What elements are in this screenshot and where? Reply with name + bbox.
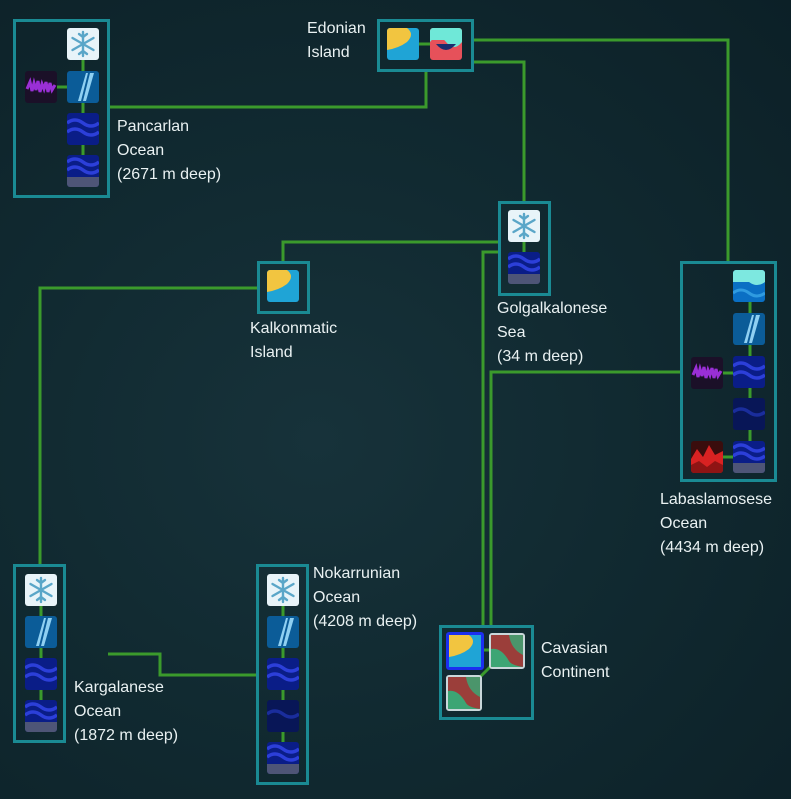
tidepool-icon[interactable] xyxy=(489,633,525,669)
patch-name: Edonian xyxy=(307,20,366,37)
patch-type: Island xyxy=(250,344,293,361)
patch-label-edonian: Edonian Island xyxy=(307,17,366,65)
patch-name: Cavasian xyxy=(541,640,608,657)
patch-name: Labaslamosese xyxy=(660,491,773,508)
link-pancarlan-edonian xyxy=(108,70,428,109)
patch-depth: (4208 m deep) xyxy=(313,613,418,630)
coast-icon[interactable] xyxy=(446,632,484,670)
deep-ocean-icon[interactable] xyxy=(733,441,765,473)
link-edonian-golgal xyxy=(472,60,526,202)
deep-ocean-icon[interactable] xyxy=(25,700,57,732)
ocean-wave-icon[interactable] xyxy=(267,700,299,732)
patch-depth: (4434 m deep) xyxy=(660,539,765,556)
patch-type: Ocean xyxy=(74,703,122,720)
patch-type: Sea xyxy=(497,324,526,341)
red-vent-icon[interactable] xyxy=(691,441,723,473)
patch-golgalkalonese-sea[interactable] xyxy=(498,201,551,296)
glacier-icon[interactable] xyxy=(25,616,57,648)
glacier-icon[interactable] xyxy=(67,71,99,103)
ice-shelf-icon[interactable] xyxy=(67,28,99,60)
deep-ocean-icon[interactable] xyxy=(267,742,299,774)
link-golgal-kalkon xyxy=(281,240,498,262)
purple-wave-icon[interactable] xyxy=(691,357,723,389)
ice-shelf-icon[interactable] xyxy=(267,574,299,606)
patch-type: Ocean xyxy=(660,515,708,532)
link-edonian-labasla xyxy=(472,38,730,262)
patch-name: Kargalanese xyxy=(74,679,164,696)
patch-depth: (1872 m deep) xyxy=(74,727,179,744)
patch-label-golgalkalonese: Golgalkalonese Sea (34 m deep) xyxy=(497,297,607,369)
patch-pancarlan-ocean[interactable] xyxy=(13,19,110,198)
patch-type: Continent xyxy=(541,664,610,681)
link-golgal-cavasian xyxy=(481,250,498,627)
coast-icon[interactable] xyxy=(267,270,299,302)
patch-depth: (34 m deep) xyxy=(497,348,584,365)
patch-label-nokarrunian: Nokarrunian Ocean (4208 m deep) xyxy=(313,562,417,634)
patch-label-kargalanese: Kargalanese Ocean (1872 m deep) xyxy=(74,676,178,748)
patch-name: Pancarlan xyxy=(117,118,190,135)
patch-label-kalkonmatic: Kalkonmatic Island xyxy=(250,317,337,365)
patch-type: Island xyxy=(307,44,350,61)
patch-kargalanese-ocean[interactable] xyxy=(13,564,66,743)
patch-label-pancarlan: Pancarlan Ocean (2671 m deep) xyxy=(117,115,221,187)
patch-name: Nokarrunian xyxy=(313,565,401,582)
patch-edonian-island[interactable] xyxy=(377,19,474,72)
link-kalkon-kargal xyxy=(38,286,257,565)
patch-cavasian-continent[interactable] xyxy=(439,625,534,720)
patch-labaslamosese-ocean[interactable] xyxy=(680,261,777,482)
tidepool-icon[interactable] xyxy=(446,675,482,711)
patch-type: Ocean xyxy=(313,589,361,606)
ocean-wave-icon[interactable] xyxy=(25,658,57,690)
link-labasla-cavasian xyxy=(489,370,682,627)
patch-nokarrunian-ocean[interactable] xyxy=(256,564,309,785)
patch-type: Ocean xyxy=(117,142,165,159)
patch-label-cavasian: Cavasian Continent xyxy=(541,637,610,685)
patch-depth: (2671 m deep) xyxy=(117,166,222,183)
ice-shelf-icon[interactable] xyxy=(25,574,57,606)
ice-shelf-icon[interactable] xyxy=(508,210,540,242)
link-kargal-nokarr xyxy=(108,652,258,677)
patch-name: Kalkonmatic xyxy=(250,320,338,337)
coast-icon[interactable] xyxy=(387,28,419,60)
purple-wave-icon[interactable] xyxy=(25,71,57,103)
ocean-wave-icon[interactable] xyxy=(733,398,765,430)
ocean-wave-icon[interactable] xyxy=(267,658,299,690)
patch-kalkonmatic-island[interactable] xyxy=(257,261,310,314)
patch-label-labaslamosese: Labaslamosese Ocean (4434 m deep) xyxy=(660,488,772,560)
surface-water-icon[interactable] xyxy=(733,270,765,302)
deep-ocean-icon[interactable] xyxy=(67,155,99,187)
patch-name: Golgalkalonese xyxy=(497,300,608,317)
deep-ocean-icon[interactable] xyxy=(508,252,540,284)
glacier-icon[interactable] xyxy=(267,616,299,648)
coast-wave-icon[interactable] xyxy=(430,28,462,60)
ocean-wave-icon[interactable] xyxy=(733,356,765,388)
ocean-wave-icon[interactable] xyxy=(67,113,99,145)
glacier-icon[interactable] xyxy=(733,313,765,345)
